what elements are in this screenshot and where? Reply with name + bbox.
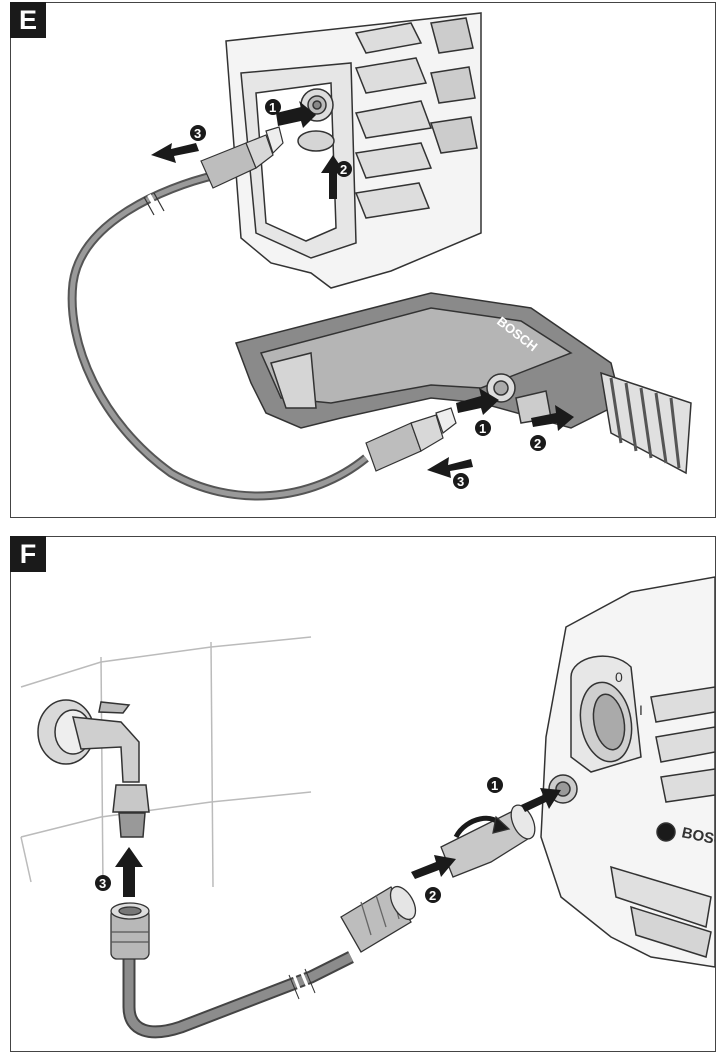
water-inlet-adapter (440, 804, 536, 878)
step-1-circle-top (265, 99, 281, 115)
hose-coupling-top (200, 126, 284, 189)
step-3-circle-bottom (453, 473, 469, 489)
tile-wall (20, 636, 312, 888)
garden-hose (122, 951, 354, 1039)
step-3-label: 3 (99, 876, 106, 891)
step-1-circle-bottom (475, 420, 491, 436)
step-2-circle-top (336, 161, 352, 177)
high-pressure-hose (67, 170, 369, 501)
hose-coupling-middle (340, 885, 417, 953)
step-3-label-top: 3 (194, 126, 201, 141)
panel-label-e: E (10, 2, 46, 38)
step-1-circle (487, 777, 503, 793)
step-2-label: 2 (429, 888, 436, 903)
pressure-washer-front (540, 576, 715, 968)
step-2-label-bottom: 2 (534, 436, 541, 451)
illustration-water-supply: 0 I BOSCH 1 2 3 (20, 576, 715, 1039)
pressure-washer-body (225, 12, 482, 289)
step-3-label-bottom: 3 (457, 474, 464, 489)
step-3-circle (95, 875, 111, 891)
arrow-icons (115, 788, 561, 897)
step-2-label-top: 2 (340, 162, 347, 177)
step-markers: 1 2 3 (95, 777, 503, 903)
arrow-icons (151, 101, 574, 478)
dial-label-off: 0 (615, 669, 623, 685)
step-2-circle (425, 887, 441, 903)
panel-label-f: F (10, 536, 46, 572)
spray-gun (235, 292, 692, 475)
illustration-hose-connection: BOSCH 1 2 3 1 2 (67, 12, 692, 501)
hose-coupling-left (110, 902, 150, 960)
step-markers: 1 2 3 1 2 3 (190, 99, 546, 489)
dial-label-on: I (639, 702, 643, 718)
step-1-label-bottom: 1 (479, 421, 486, 436)
hose-coupling-bottom (365, 407, 457, 472)
step-1-label: 1 (491, 778, 498, 793)
figure-panel-e: E (10, 2, 716, 518)
figure-panel-f: F (10, 536, 716, 1052)
step-2-circle-bottom (530, 435, 546, 451)
step-3-circle-top (190, 125, 206, 141)
water-tap (37, 699, 150, 838)
step-1-label-top: 1 (269, 100, 276, 115)
